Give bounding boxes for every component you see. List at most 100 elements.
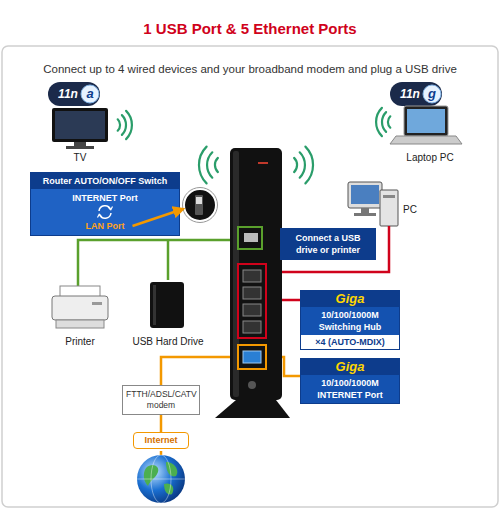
wifi-waves [199,147,207,184]
wifi-waves [207,152,212,177]
box-text: Internet [134,433,188,448]
router [248,381,256,389]
printer-icon [92,302,102,305]
wifi-waves [294,158,297,172]
badge-11ng [423,85,441,103]
wifi-waves [215,158,218,172]
frame [2,46,498,507]
leader-arrow [133,209,184,226]
connector [160,415,163,432]
wifi-waves [122,115,126,135]
wifi-waves [305,147,313,184]
router [215,148,290,418]
globe-icon [137,479,185,480]
device-label: USB Hard Drive [119,336,217,348]
laptop-icon [404,106,448,136]
pc-icon [383,195,395,198]
box-text: LAN Port [31,220,179,235]
lan-wire [266,226,389,272]
pc-icon [348,182,398,226]
callout-box: Giga10/100/1000M Switching Hub×4 (AUTO-M… [300,290,400,350]
toggle-icon [100,213,112,218]
router [215,400,290,418]
router [244,233,258,242]
hard-drive-icon [150,282,184,328]
wifi-waves [300,152,305,177]
port-highlight [238,264,266,338]
internet-box: Internet [133,432,189,449]
router [243,351,261,363]
tv-icon [74,142,86,146]
box-text: 10/100/1000M Switching Hub [301,307,399,335]
laptop-icon [407,109,445,133]
tv-icon [52,108,108,142]
switch-zoom [184,189,216,221]
toggle-icon [98,214,103,217]
wifi-waves [126,111,132,139]
printer-icon [52,296,108,320]
port-highlight [238,227,262,249]
toggle-icon [98,206,113,218]
wifi-waves [376,108,382,136]
diagram-caption: Connect up to 4 wired devices and your b… [6,62,494,76]
standard-badge: g [423,87,441,101]
modem-box: FTTH/ADSL/CATV modem [122,385,200,415]
box-text: ×4 (AUTO-MDIX) [301,335,399,349]
pc-icon [351,185,379,204]
box-text: Connect a USB drive or printer [281,229,375,259]
pc-icon [361,208,369,213]
device-label: TV [55,152,105,164]
tv-icon [55,111,105,139]
router [243,321,261,333]
tv-icon [66,146,94,149]
laptop-icon [390,106,462,144]
badge-11ng [390,82,442,106]
port-highlight [238,345,266,369]
globe-icon [137,455,185,503]
wan-wire [161,357,238,385]
toggle-icon [108,207,113,210]
pc-icon [380,190,398,226]
badge-11na [48,82,100,106]
router [243,304,261,316]
port-highlight [238,227,266,369]
wifi-waves [382,112,386,132]
wifi-waves [388,116,390,127]
switch-zoom [183,188,218,223]
switch-zoom [196,197,202,204]
pc-icon [348,182,382,208]
badge-11ng [390,82,442,106]
wan-wire [160,451,163,455]
router [243,270,261,282]
box-text: Giga [301,291,399,307]
toggle-icon [99,206,111,211]
standard-badge: 11n [52,87,84,101]
diagram-title: 1 USB Port & 5 Ethernet Ports [0,20,500,38]
device-label: Laptop PC [390,152,470,164]
device-label: Printer [45,336,115,348]
laptop-icon [390,136,462,144]
pc-icon [354,213,376,216]
box-text: Router AUTO/ON/OFF Switch [31,173,179,189]
router [230,148,282,400]
router [243,287,261,299]
box-text: INTERNET Port [31,189,179,204]
lan-wire [266,226,389,300]
usb-wire [78,240,238,288]
box-text: Giga [301,359,399,375]
switch-zoom [195,195,203,215]
callout-box: Giga10/100/1000M INTERNET Port [300,358,400,404]
globe-icon [164,483,173,494]
hard-drive-icon [153,285,156,325]
switch-zoom [183,188,218,223]
box-text: FTTH/ADSL/CATV modem [123,386,199,414]
callout-box: Connect a USB drive or printer [280,228,376,260]
printer-icon [56,320,104,328]
wifi-waves [118,119,120,130]
hard-drive-icon [150,282,184,328]
tv-icon [52,108,108,149]
badge-11na [48,82,100,106]
